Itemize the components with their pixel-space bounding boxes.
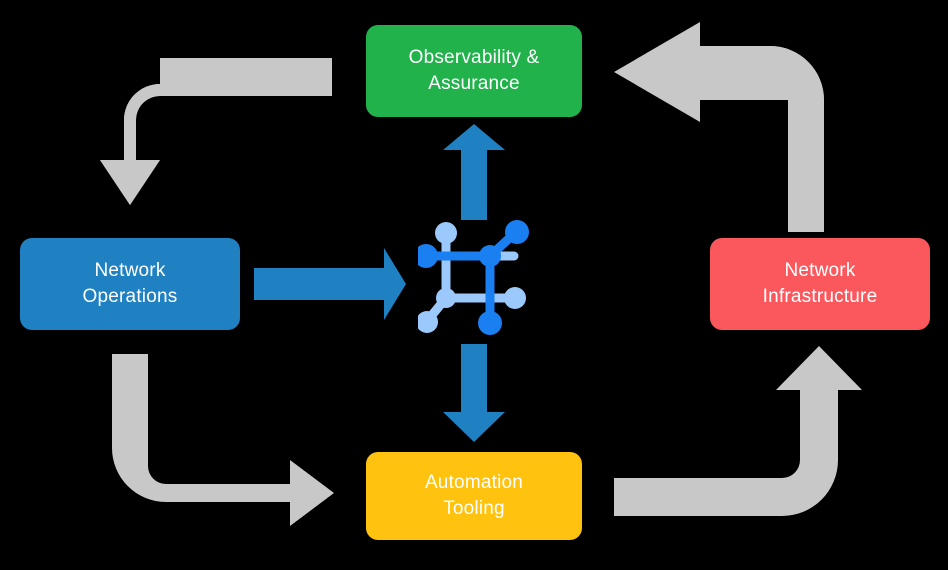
- accent-arrow-center-to-automation: [443, 344, 505, 442]
- node-network-operations-label: Network Operations: [82, 260, 178, 307]
- node-network-infrastructure[interactable]: Network Infrastructure: [710, 238, 930, 330]
- flow-arrow-automation-to-infrastructure: [614, 346, 862, 516]
- network-icon-nodes-secondary: [418, 222, 526, 333]
- node-automation-tooling-label: Automation Tooling: [424, 472, 524, 519]
- network-icon-nodes-primary: [418, 220, 529, 335]
- node-observability-assurance-label: Observability & Assurance: [408, 47, 540, 94]
- accent-arrow-operations-to-center: [254, 248, 406, 320]
- node-network-infrastructure-label: Network Infrastructure: [762, 260, 878, 307]
- flow-arrow-operations-to-automation: [112, 354, 334, 526]
- network-topology-icon: [418, 220, 529, 335]
- node-automation-tooling[interactable]: Automation Tooling: [366, 452, 582, 540]
- node-observability-assurance[interactable]: Observability & Assurance: [366, 25, 582, 117]
- flow-arrow-observability-to-operations-shaft: [100, 58, 332, 205]
- node-network-operations[interactable]: Network Operations: [20, 238, 240, 330]
- flow-arrow-infrastructure-to-observability-solid: [614, 22, 824, 232]
- accent-arrow-center-to-observability: [443, 124, 505, 220]
